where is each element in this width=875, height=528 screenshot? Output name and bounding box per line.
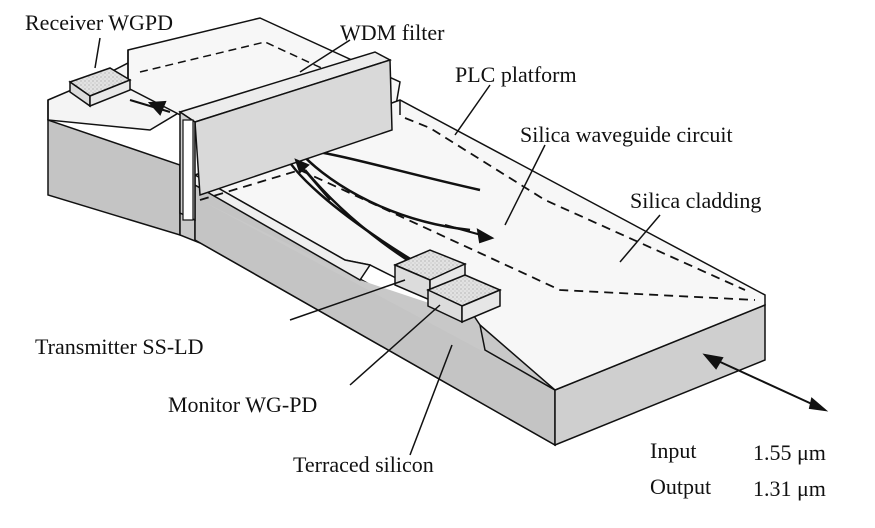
label-silica-cladding: Silica cladding	[630, 188, 762, 213]
label-terraced-silicon: Terraced silicon	[293, 452, 434, 477]
label-plc-platform: PLC platform	[455, 62, 577, 87]
receiver-chip	[68, 67, 132, 108]
label-output: Output	[650, 474, 712, 499]
label-monitor-wg-pd: Monitor WG-PD	[168, 392, 318, 417]
leader-lines	[94, 37, 661, 456]
wdm-filter-slab	[178, 51, 393, 222]
label-receiver-wgpd: Receiver WGPD	[25, 10, 174, 35]
silica-cladding-top	[193, 99, 766, 391]
signal-arrows	[129, 99, 829, 412]
value-output-wavelength: 1.31 μm	[753, 476, 826, 501]
monitor-chip	[426, 274, 502, 324]
label-silica-waveguide-circuit: Silica waveguide circuit	[520, 122, 733, 147]
label-transmitter-ss-ld: Transmitter SS-LD	[35, 334, 204, 359]
value-input-wavelength: 1.55 μm	[753, 440, 826, 465]
label-wdm-filter: WDM filter	[340, 20, 445, 45]
label-input: Input	[650, 438, 697, 463]
